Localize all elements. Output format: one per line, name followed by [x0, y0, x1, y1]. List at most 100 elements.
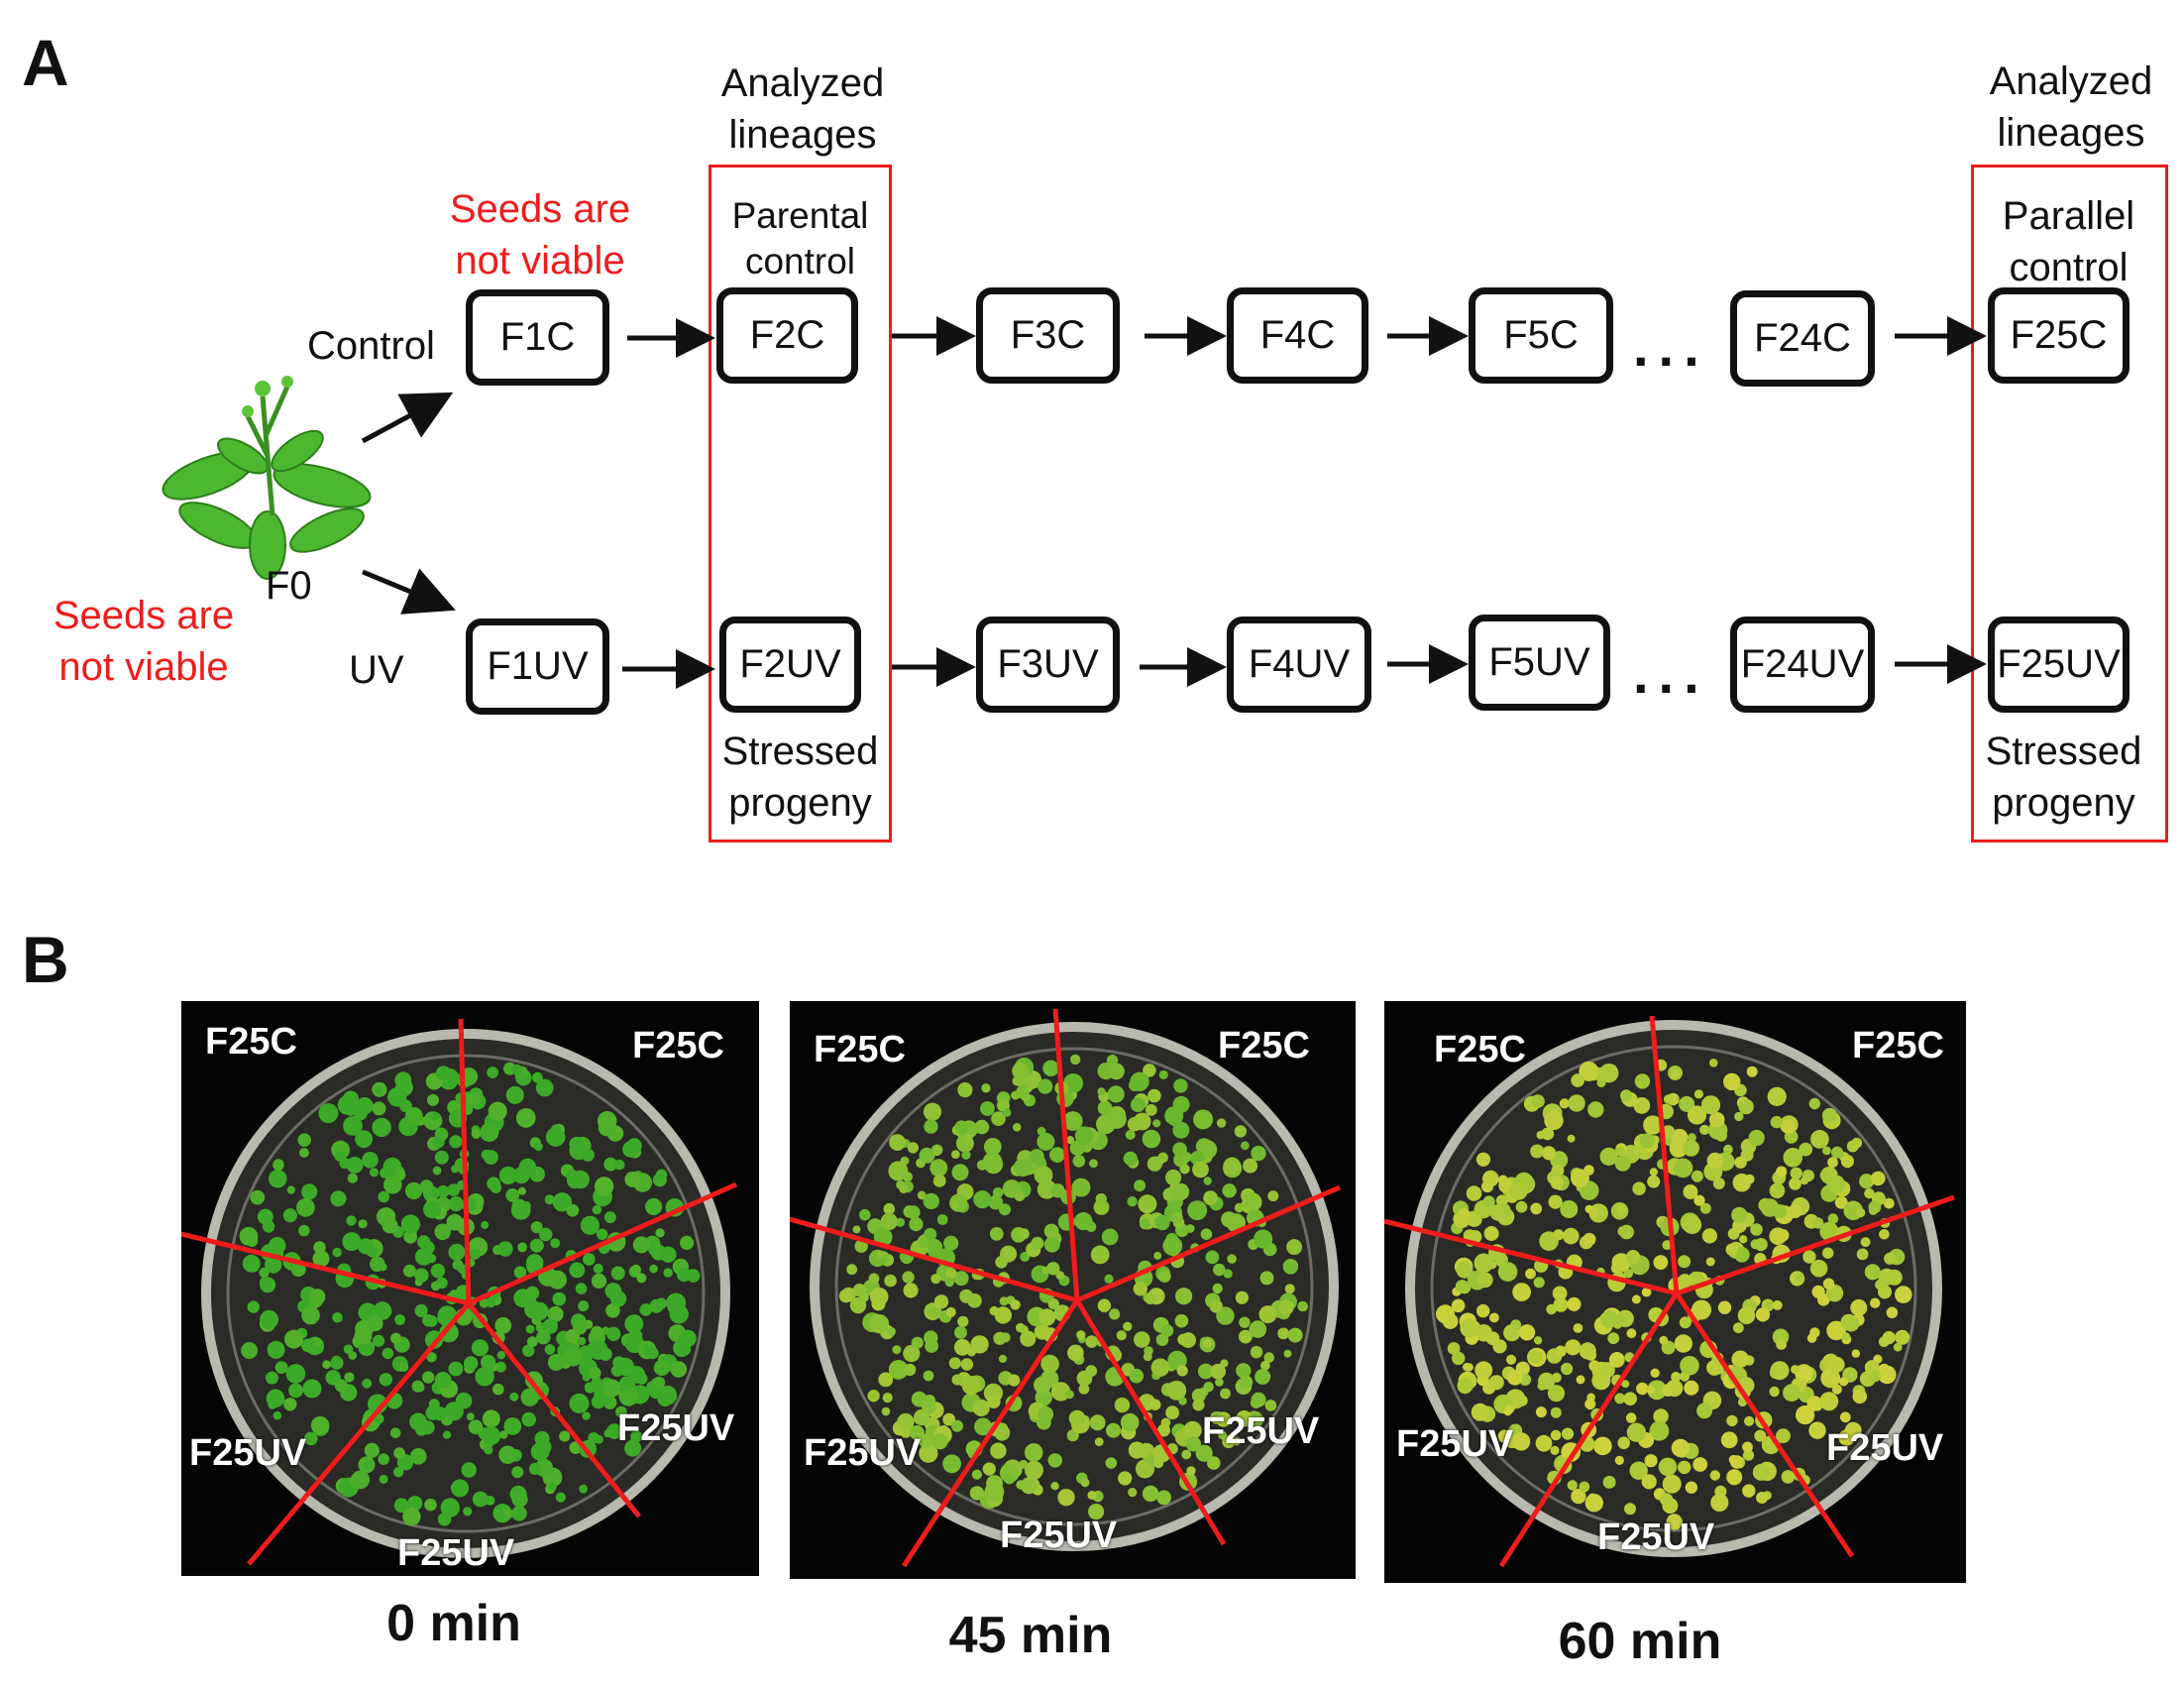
seedling	[374, 1086, 382, 1095]
seedling	[1602, 1475, 1616, 1489]
seedling	[936, 1214, 948, 1225]
seedling	[883, 1202, 896, 1215]
seedling	[1533, 1336, 1543, 1345]
seedling	[482, 1409, 500, 1428]
plant-illustration	[162, 376, 372, 580]
seedling	[953, 1271, 969, 1287]
seedling	[1062, 1111, 1083, 1131]
seedling	[1134, 1180, 1146, 1192]
seedling	[592, 1204, 602, 1215]
seedling	[1192, 1161, 1209, 1179]
seedling	[1548, 1194, 1563, 1209]
seedling	[552, 1192, 573, 1212]
seedling	[1567, 1134, 1576, 1143]
seedling	[1013, 1158, 1033, 1178]
seedling	[1171, 1182, 1190, 1201]
seedling	[1142, 1485, 1159, 1503]
seedling	[547, 1305, 564, 1322]
seedling	[919, 1147, 935, 1164]
seedling	[1738, 1098, 1754, 1115]
seedling	[525, 1254, 544, 1272]
seedling	[1162, 1236, 1183, 1256]
seedling	[1678, 1274, 1693, 1289]
seedling	[1559, 1098, 1570, 1109]
sector-divider	[1498, 1292, 1680, 1568]
seedling	[1709, 1470, 1720, 1481]
node-f25uv: F25UV	[1988, 617, 2129, 713]
seedling	[1584, 1399, 1596, 1410]
seedling	[449, 1135, 463, 1149]
seedling	[427, 1093, 439, 1106]
seedling	[653, 1359, 670, 1376]
seedling	[1506, 1370, 1523, 1386]
seedling	[1685, 1481, 1698, 1494]
seedling	[1708, 1111, 1725, 1128]
seedling	[509, 1392, 519, 1402]
seedling	[680, 1235, 695, 1250]
seedling	[1503, 1407, 1512, 1416]
seedling	[1074, 1126, 1094, 1146]
seedling	[1653, 1408, 1669, 1424]
seedling	[1518, 1324, 1536, 1341]
seedling	[241, 1342, 259, 1359]
seedling	[378, 1453, 389, 1465]
seedling	[1680, 1356, 1699, 1376]
seedling	[660, 1246, 677, 1263]
sector-divider	[1076, 1184, 1341, 1303]
seedling	[942, 1412, 956, 1426]
seedling	[903, 1283, 919, 1298]
seedling	[627, 1329, 643, 1344]
seedling	[1699, 1124, 1710, 1135]
seedling	[1864, 1264, 1881, 1281]
seedling	[1769, 1182, 1786, 1199]
seedling	[1510, 1319, 1522, 1331]
seedling	[1037, 1405, 1054, 1422]
seedling	[1041, 1266, 1050, 1275]
seedling	[1629, 1461, 1648, 1480]
seedling	[538, 1227, 553, 1242]
seedling	[1705, 1257, 1715, 1267]
seedling	[274, 1361, 288, 1374]
seedling	[1583, 1232, 1596, 1246]
seedling	[981, 1083, 991, 1093]
seedling	[1571, 1169, 1589, 1187]
seedling	[1212, 1283, 1223, 1294]
seedling	[446, 1213, 464, 1231]
seedling	[972, 1399, 990, 1416]
sector-divider	[901, 1298, 1080, 1568]
seedling	[888, 1161, 909, 1181]
seedling	[1133, 1112, 1151, 1131]
seedling	[1138, 1194, 1157, 1214]
plate-0min-label-bottom-left: F25UV	[189, 1432, 307, 1474]
seedling	[530, 1221, 543, 1234]
node-f4uv: F4UV	[1227, 617, 1371, 713]
seedling	[1826, 1175, 1845, 1193]
seedling	[914, 1408, 930, 1426]
seedling	[393, 1498, 409, 1514]
seedling	[517, 1186, 526, 1195]
seedling	[392, 1467, 404, 1478]
node-f1uv: F1UV	[466, 618, 609, 715]
seedling	[1239, 1316, 1251, 1328]
seedling	[1802, 1250, 1816, 1264]
seedling	[422, 1371, 435, 1384]
seedling	[626, 1138, 642, 1154]
plate-60min-label-top-left: F25C	[1434, 1029, 1526, 1070]
seedling	[999, 1203, 1011, 1216]
node-f5c: F5C	[1469, 287, 1613, 384]
seedling	[1243, 1158, 1258, 1174]
seedling	[1647, 1175, 1661, 1188]
seedling	[1476, 1303, 1490, 1318]
seedling	[364, 1442, 380, 1458]
seedling	[959, 1289, 974, 1303]
seedling	[322, 1360, 331, 1370]
seedling	[1010, 1299, 1021, 1310]
seedling	[394, 1314, 405, 1325]
seedling	[370, 1256, 385, 1272]
seedling	[1693, 1457, 1708, 1472]
seedling	[1750, 1223, 1763, 1236]
seedling	[544, 1194, 555, 1205]
seedling	[1723, 1144, 1733, 1155]
